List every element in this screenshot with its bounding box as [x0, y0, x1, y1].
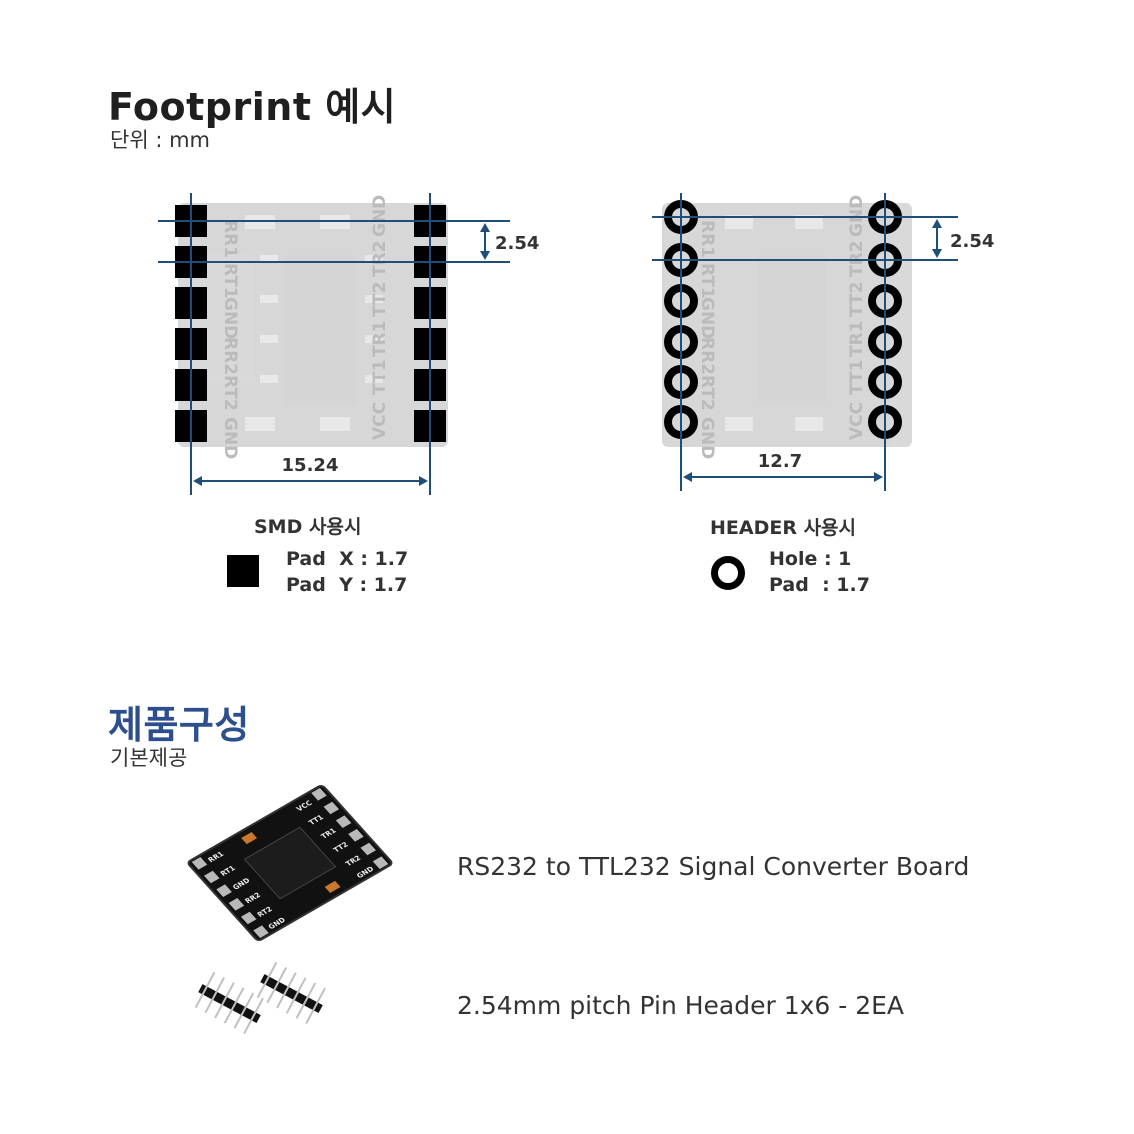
- board-label: RT1: [220, 263, 240, 299]
- header-spec-hole: Hole : 1: [769, 548, 852, 570]
- board-label: RT2: [220, 375, 240, 411]
- board-label: GND: [370, 195, 390, 237]
- footprint-title: Footprint 예시: [108, 85, 397, 129]
- header-spec-pad: Pad : 1.7: [769, 574, 870, 596]
- components-title: 제품구성: [108, 703, 250, 747]
- board-label: GND: [220, 417, 240, 459]
- board-label: RR2: [697, 337, 717, 375]
- board-label: TR2: [847, 240, 867, 277]
- board-label: TT2: [847, 282, 867, 317]
- header-span-label: 12.7: [758, 451, 802, 472]
- board-label: TT1: [847, 360, 867, 395]
- board-label: RR1: [697, 220, 717, 258]
- component-item-board: RS232 to TTL232 Signal Converter Board: [457, 852, 970, 881]
- board-faded-image: [662, 203, 912, 447]
- smd-spec-pad-y: Pad Y : 1.7: [286, 574, 408, 596]
- board-label: TT2: [370, 282, 390, 317]
- board-label: VCC: [847, 402, 867, 440]
- smd-pad-legend-icon: [227, 555, 259, 587]
- unit-label: 단위 : mm: [110, 128, 210, 152]
- header-pad-legend-icon: [711, 556, 745, 590]
- smd-spec-pad-x: Pad X : 1.7: [286, 548, 409, 570]
- header-spec: Hole : 1 Pad : 1.7: [769, 546, 870, 598]
- header-dimension-lines: [652, 193, 958, 491]
- smd-span-label: 15.24: [282, 455, 339, 476]
- board-label: GND: [847, 195, 867, 237]
- board-label: GND: [697, 297, 717, 339]
- header-footprint-diagram: RR1 RT1 GND RR2 RT2 GND VCC TT1 TR1 TT2 …: [652, 193, 994, 491]
- smd-footprint-diagram: RR1 RT1 GND RR2 RT2 GND VCC TT1 TR1 TT2 …: [158, 193, 539, 495]
- smd-pitch-label: 2.54: [495, 233, 539, 254]
- header-pitch-label: 2.54: [950, 231, 994, 252]
- board-label: RT1: [697, 263, 717, 299]
- pin-header-image: [194, 961, 326, 1034]
- components-subtitle: 기본제공: [110, 746, 188, 770]
- board-label: TR2: [370, 240, 390, 277]
- converter-board-image: RR1 RT1 GND RR2 RT2 GND VCC TT1 TR1 TT2 …: [187, 784, 393, 942]
- smd-spec: Pad X : 1.7 Pad Y : 1.7: [286, 546, 408, 598]
- board-label: VCC: [370, 402, 390, 440]
- board-faded-image: [178, 203, 448, 447]
- board-label: TT1: [370, 360, 390, 395]
- header-caption: HEADER 사용시: [710, 517, 857, 539]
- smd-caption: SMD 사용시: [254, 516, 362, 538]
- board-label: TR1: [847, 320, 867, 357]
- board-label: RR2: [220, 337, 240, 375]
- component-item-pin-header: 2.54mm pitch Pin Header 1x6 - 2EA: [457, 991, 905, 1020]
- board-label: GND: [697, 417, 717, 459]
- board-label: RR1: [220, 220, 240, 258]
- board-label: TR1: [370, 320, 390, 357]
- board-label: RT2: [697, 375, 717, 411]
- board-label: GND: [220, 297, 240, 339]
